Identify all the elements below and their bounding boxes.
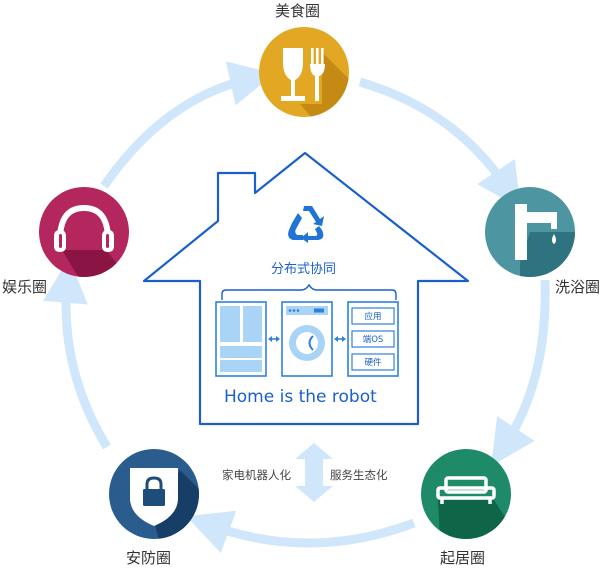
faucet-icon [515, 204, 557, 260]
software-stack-illustration [347, 301, 399, 377]
circle-living [421, 449, 511, 539]
arrow-food-to-bath [358, 77, 521, 209]
sofa-icon [436, 476, 496, 504]
wine-glass-fork-icon [281, 48, 325, 101]
stack-item-os: 端OS [362, 335, 384, 345]
shield-lock-icon [130, 468, 178, 526]
washing-machine-illustration [281, 301, 333, 377]
circle-food [259, 27, 349, 117]
stack-item-app: 应用 [364, 312, 382, 322]
circle-bath [485, 187, 575, 277]
fridge-illustration [215, 301, 267, 377]
arrow-entertainment-to-food [100, 61, 275, 189]
exchange-right-label: 服务生态化 [330, 468, 388, 482]
circle-entertainment [39, 187, 129, 277]
arrow-living-to-security [186, 510, 416, 553]
house-slogan: Home is the robot [224, 387, 377, 407]
arrow-security-to-entertainment [42, 257, 111, 450]
house-outline [142, 151, 470, 426]
house-title: 分布式协同 [271, 262, 337, 277]
circle-security [109, 449, 199, 539]
stack-item-hardware: 硬件 [364, 358, 382, 368]
headphones-icon [54, 204, 114, 252]
cycle-arrows [42, 61, 550, 553]
house-bracket [221, 283, 397, 300]
label-bath: 洗浴圈 [555, 278, 601, 296]
exchange-arrow [295, 443, 333, 502]
label-living: 起居圈 [440, 549, 486, 567]
label-food: 美食圈 [275, 2, 321, 20]
arrow-bath-to-living [491, 279, 550, 467]
exchange-left-label: 家电机器人化 [222, 468, 291, 482]
recycle-icon [288, 206, 324, 243]
label-entertainment: 娱乐圈 [2, 278, 48, 296]
label-security: 安防圈 [126, 549, 172, 567]
box-connectors [268, 336, 346, 342]
